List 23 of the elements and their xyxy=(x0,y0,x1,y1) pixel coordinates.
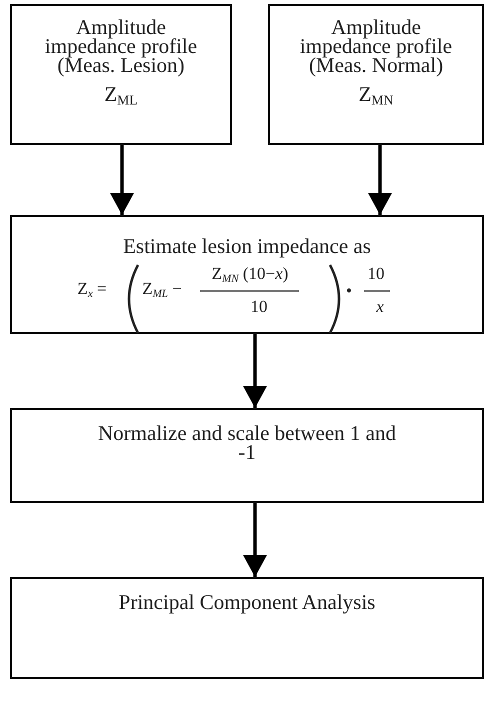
arrow xyxy=(243,334,267,408)
process-box xyxy=(10,215,484,334)
box-text: Normalize and scale between 1 and -1 xyxy=(97,424,397,462)
arrow xyxy=(243,503,267,577)
arrow xyxy=(368,145,392,215)
process-box xyxy=(10,577,484,679)
formula-term: Z$_{ML}$ − xyxy=(142,280,182,298)
formula-term: 10 xyxy=(250,298,268,316)
box-text: Amplitude impedance profile (Meas. Lesion) xyxy=(44,18,198,75)
symbol-text: Z$_{ML}$ xyxy=(103,85,139,104)
arrow xyxy=(110,145,134,215)
formula-term: Z$_{x}$ = xyxy=(77,280,107,298)
box-text: Estimate lesion impedance as xyxy=(122,237,372,256)
formula-term: 10 xyxy=(368,265,384,283)
symbol-text: Z$_{MN}$ xyxy=(358,85,394,104)
process-box xyxy=(10,408,484,503)
formula-term: Z$_{MN}$ (10−x) xyxy=(212,265,288,283)
process-box xyxy=(268,4,484,145)
box-text: Amplitude impedance profile (Meas. Normal) xyxy=(298,18,454,75)
formula-term: • xyxy=(346,282,352,300)
formula-term: x xyxy=(376,298,384,316)
box-text: Principal Component Analysis xyxy=(118,593,376,612)
process-box xyxy=(10,4,232,145)
